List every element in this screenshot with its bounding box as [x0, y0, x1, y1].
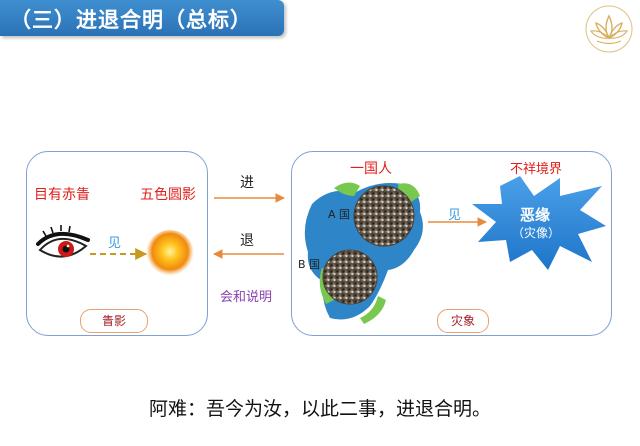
label-country-a: A 国 — [328, 208, 351, 221]
label-eye-ailment: 目有赤眚 — [34, 187, 90, 203]
label-backward: 退 — [240, 233, 254, 249]
footer-quote: 阿难：吾今为汝，以此二事，进退合明。 — [148, 398, 491, 420]
page-title: （三）进退合明（总标） — [10, 8, 252, 32]
crowd-a-icon — [353, 185, 415, 247]
lotus-logo-icon — [585, 5, 633, 53]
title-bar: （三）进退合明（总标） — [0, 0, 284, 36]
badge-halo-shadow: 眚影 — [80, 309, 148, 333]
label-see-right: 见 — [448, 208, 462, 223]
crowd-b-icon — [322, 249, 378, 305]
omen-burst-shape — [472, 176, 606, 270]
label-one-nation: 一国人 — [350, 161, 392, 177]
label-explanation: 会和说明 — [220, 290, 273, 305]
label-see-left: 见 — [108, 236, 122, 251]
red-eye-icon — [36, 225, 90, 258]
badge-disaster-sign: 灾象 — [437, 309, 489, 333]
halo-orb-icon — [146, 230, 194, 278]
burst-text-main: 恶缘 — [520, 206, 551, 224]
burst-text-sub: （灾像） — [512, 226, 561, 240]
label-halo: 五色圆影 — [140, 187, 196, 203]
label-forward: 进 — [240, 175, 254, 191]
label-ominous-realm: 不祥境界 — [510, 162, 563, 177]
label-country-b: B 国 — [298, 258, 321, 271]
